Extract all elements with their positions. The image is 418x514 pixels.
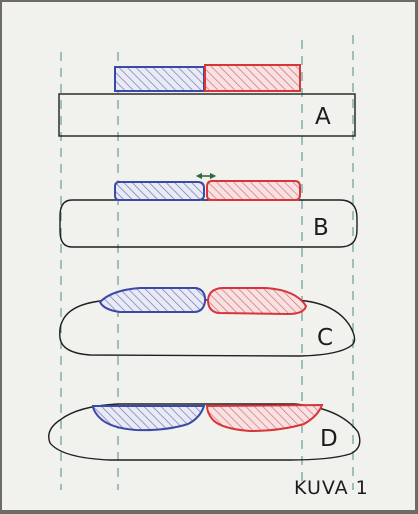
- stage-a-blue-piece: [114, 66, 205, 92]
- stage-d: D: [48, 403, 361, 461]
- stage-d-red-piece: [205, 403, 324, 433]
- stage-b-red-piece: [206, 180, 301, 201]
- stage-c-red-piece: [206, 287, 308, 316]
- stage-b-label: B: [313, 215, 329, 241]
- stage-c-blue-piece: [98, 287, 207, 313]
- stage-a: A: [58, 64, 356, 137]
- stage-c-label: C: [317, 325, 333, 351]
- stage-b-base-block: [59, 199, 358, 248]
- stage-a-label: A: [315, 104, 331, 130]
- stage-b-blue-piece: [114, 181, 205, 201]
- stage-d-base-block: [48, 403, 361, 461]
- stage-a-red-piece: [204, 64, 301, 92]
- stage-a-base-block: [58, 93, 356, 137]
- stage-b: B: [59, 172, 358, 248]
- stage-c: C: [59, 287, 356, 357]
- stage-d-blue-piece: [91, 405, 206, 432]
- stage-d-label: D: [320, 426, 338, 452]
- figure-caption: KUVA 1: [294, 477, 369, 499]
